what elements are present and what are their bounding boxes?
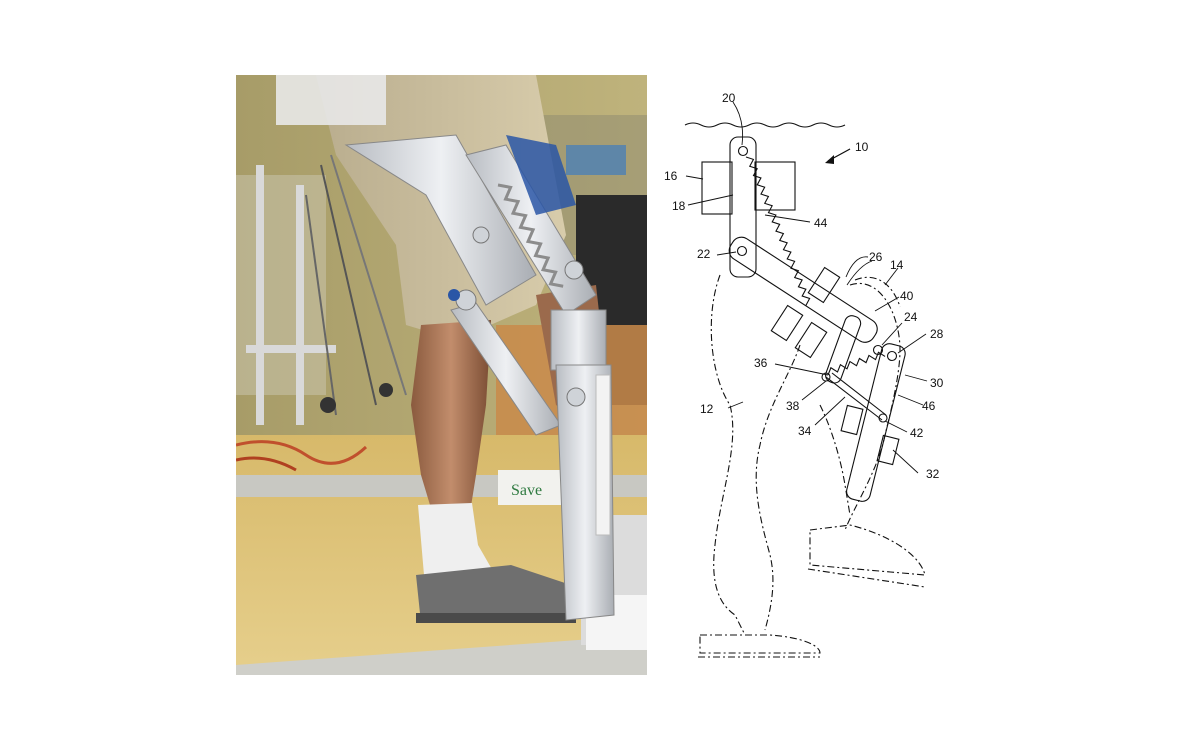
pivot-22 bbox=[736, 245, 748, 257]
photo-knee-joint bbox=[566, 387, 586, 407]
arrow-10-head bbox=[825, 155, 834, 164]
photo-spring bbox=[497, 183, 564, 288]
upright-link-18 bbox=[729, 136, 757, 278]
spring-36 bbox=[827, 351, 886, 376]
pivot-20 bbox=[737, 145, 749, 157]
ref-36: 36 bbox=[754, 356, 768, 370]
ref-34: 34 bbox=[798, 424, 812, 438]
ref-44: 44 bbox=[814, 216, 828, 230]
ref-26: 26 bbox=[869, 250, 883, 264]
rocker-40 bbox=[825, 315, 862, 384]
leader-lines bbox=[685, 101, 928, 474]
ref-38: 38 bbox=[786, 399, 800, 413]
shank-link-30 bbox=[846, 343, 906, 502]
ref-40: 40 bbox=[900, 289, 914, 303]
thigh-link bbox=[728, 236, 878, 343]
pivot-42 bbox=[878, 413, 888, 423]
hip-mount-16 bbox=[701, 161, 733, 215]
ref-30: 30 bbox=[930, 376, 944, 390]
photo-thigh-cuff bbox=[506, 135, 576, 215]
photo-standing-leg bbox=[411, 320, 491, 525]
hip-pad bbox=[754, 161, 796, 211]
ref-24: 24 bbox=[904, 310, 918, 324]
ref-16: 16 bbox=[664, 169, 678, 183]
ref-22: 22 bbox=[697, 247, 711, 261]
link-34 bbox=[825, 376, 883, 421]
exoskeleton-photo: Save bbox=[236, 75, 647, 675]
ref-42: 42 bbox=[910, 426, 924, 440]
photo-sign-text: Save bbox=[511, 482, 542, 499]
ref-28: 28 bbox=[930, 327, 944, 341]
ref-18: 18 bbox=[672, 199, 686, 213]
ref-46: 46 bbox=[922, 399, 936, 413]
ref-14: 14 bbox=[890, 258, 904, 272]
thigh-straps-26 bbox=[770, 266, 841, 359]
ref-32: 32 bbox=[926, 467, 940, 481]
ref-12: 12 bbox=[700, 402, 714, 416]
photo-knee-block bbox=[550, 309, 607, 371]
photo-sandal bbox=[416, 565, 574, 623]
waist-break-line bbox=[684, 122, 846, 128]
spring-44 bbox=[745, 156, 811, 306]
ref-20: 20 bbox=[722, 91, 736, 105]
standing-leg-outline bbox=[698, 274, 821, 658]
ref-10: 10 bbox=[855, 140, 869, 154]
patent-drawing: 20 10 16 18 44 22 26 14 40 24 28 36 30 1… bbox=[664, 91, 944, 658]
photo-hip-housing bbox=[276, 75, 386, 125]
pivot-28 bbox=[886, 350, 898, 362]
